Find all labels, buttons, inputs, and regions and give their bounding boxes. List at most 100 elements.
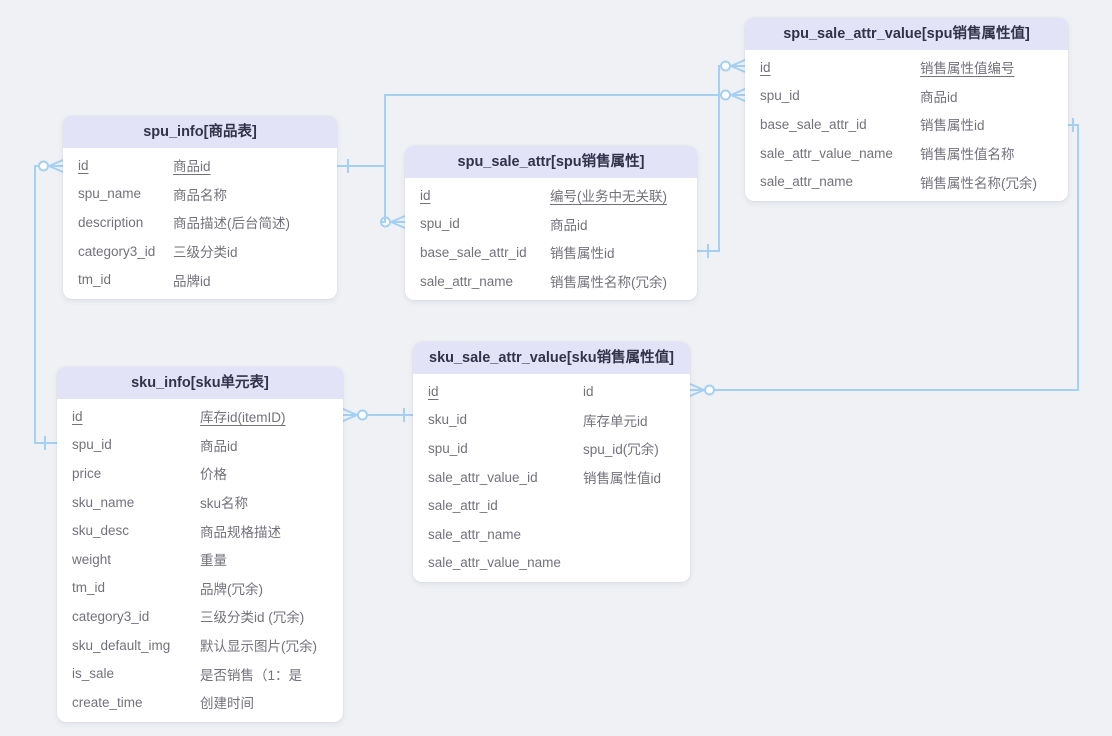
field-comment: spu_id(冗余) xyxy=(583,442,659,458)
field-row-sku_id[interactable]: sku_id 库存单元id xyxy=(413,406,690,435)
field-comment: 商品id xyxy=(550,217,588,233)
entity-header-spu_sale_attr_value[interactable]: spu_sale_attr_value[spu销售属性值] xyxy=(745,18,1068,50)
field-name: spu_id xyxy=(760,88,800,104)
field-comment: 库存单元id xyxy=(583,413,648,429)
field-comment: id xyxy=(583,383,594,399)
field-name: sku_desc xyxy=(72,523,130,539)
field-comment: 是否销售（1：是 xyxy=(200,667,303,683)
field-comment: 创建时间 xyxy=(200,696,254,712)
field-name: sku_default_img xyxy=(72,637,171,653)
field-row-sale_attr_name[interactable]: sale_attr_name 销售属性名称(冗余) xyxy=(405,267,697,296)
field-row-id[interactable]: id 库存id(itemID) xyxy=(57,402,343,431)
field-row-base_sale_attr_id[interactable]: base_sale_attr_id 销售属性id xyxy=(745,110,1068,139)
field-comment: 库存id(itemID) xyxy=(200,410,286,426)
zero-circle-icon xyxy=(720,89,731,101)
field-name: id xyxy=(760,59,771,75)
field-name: spu_id xyxy=(428,440,468,456)
field-row-spu_id[interactable]: spu_id 商品id xyxy=(405,210,697,239)
field-row-spu_id[interactable]: spu_id spu_id(冗余) xyxy=(413,434,690,463)
field-name: sale_attr_value_name xyxy=(760,145,893,161)
field-row-spu_id[interactable]: spu_id 商品id xyxy=(745,82,1068,111)
field-comment: 三级分类id xyxy=(173,245,238,261)
field-name: sale_attr_name xyxy=(428,526,522,542)
crowfoot-many-icon xyxy=(730,88,746,102)
field-comment: sku名称 xyxy=(200,496,249,512)
field-name: id xyxy=(72,408,83,424)
field-row-spu_id[interactable]: spu_id 商品id xyxy=(57,431,343,460)
field-comment: 商品描述(后台简述) xyxy=(173,216,290,232)
field-comment: 销售属性id xyxy=(920,118,985,134)
field-row-category3_id[interactable]: category3_id 三级分类id xyxy=(63,237,337,266)
field-comment: 销售属性名称(冗余) xyxy=(550,275,667,291)
field-name: spu_id xyxy=(72,437,112,453)
field-name: sale_attr_value_id xyxy=(428,469,538,485)
field-row-sale_attr_id[interactable]: sale_attr_id xyxy=(413,491,690,520)
field-row-sale_attr_value_name[interactable]: sale_attr_value_name xyxy=(413,549,690,578)
field-name: base_sale_attr_id xyxy=(760,116,867,132)
field-name: create_time xyxy=(72,694,143,710)
field-comment: 品牌id xyxy=(173,273,211,289)
relationship-line-spu_info-spu_sale_attr xyxy=(337,165,386,223)
field-name: sale_attr_name xyxy=(420,273,514,289)
relationship-line-spu_info-spu_sale_attr_value xyxy=(337,94,721,167)
field-row-base_sale_attr_id[interactable]: base_sale_attr_id 销售属性id xyxy=(405,238,697,267)
relationship-line-spu_sale_attr-spu_sale_attr_value xyxy=(697,65,721,252)
field-row-description[interactable]: description 商品描述(后台简述) xyxy=(63,208,337,237)
field-comment: 商品id xyxy=(200,438,238,454)
entity-header-spu_info[interactable]: spu_info[商品表] xyxy=(63,116,337,148)
field-name: description xyxy=(78,214,144,230)
field-name: spu_id xyxy=(420,216,460,232)
entity-header-sku_sale_attr_value[interactable]: sku_sale_attr_value[sku销售属性值] xyxy=(413,342,690,374)
zero-circle-icon xyxy=(720,60,731,72)
field-name: sku_id xyxy=(428,412,468,428)
field-name: base_sale_attr_id xyxy=(420,244,527,260)
field-comment: 商品id xyxy=(173,159,211,175)
field-comment: 商品名称 xyxy=(173,187,227,203)
zero-circle-icon xyxy=(704,384,715,396)
entity-header-sku_info[interactable]: sku_info[sku单元表] xyxy=(57,367,343,399)
field-name: category3_id xyxy=(72,608,150,624)
crowfoot-many-icon xyxy=(48,159,64,173)
field-name: category3_id xyxy=(78,243,156,259)
field-row-create_time[interactable]: create_time 创建时间 xyxy=(57,688,343,717)
crowfoot-many-icon xyxy=(730,59,746,73)
crowfoot-many-icon xyxy=(689,383,705,397)
field-comment: 销售属性id xyxy=(550,246,615,262)
field-name: price xyxy=(72,465,102,481)
field-row-sale_attr_name[interactable]: sale_attr_name xyxy=(413,520,690,549)
field-name: sale_attr_id xyxy=(428,498,498,514)
entity-header-spu_sale_attr[interactable]: spu_sale_attr[spu销售属性] xyxy=(405,146,697,178)
field-comment: 商品id xyxy=(920,89,958,105)
field-comment: 品牌(冗余) xyxy=(200,581,263,597)
entity-table-sku_info[interactable]: sku_info[sku单元表]id 库存id(itemID) spu_id 商品id… xyxy=(57,367,343,722)
field-comment: 重量 xyxy=(200,553,227,569)
